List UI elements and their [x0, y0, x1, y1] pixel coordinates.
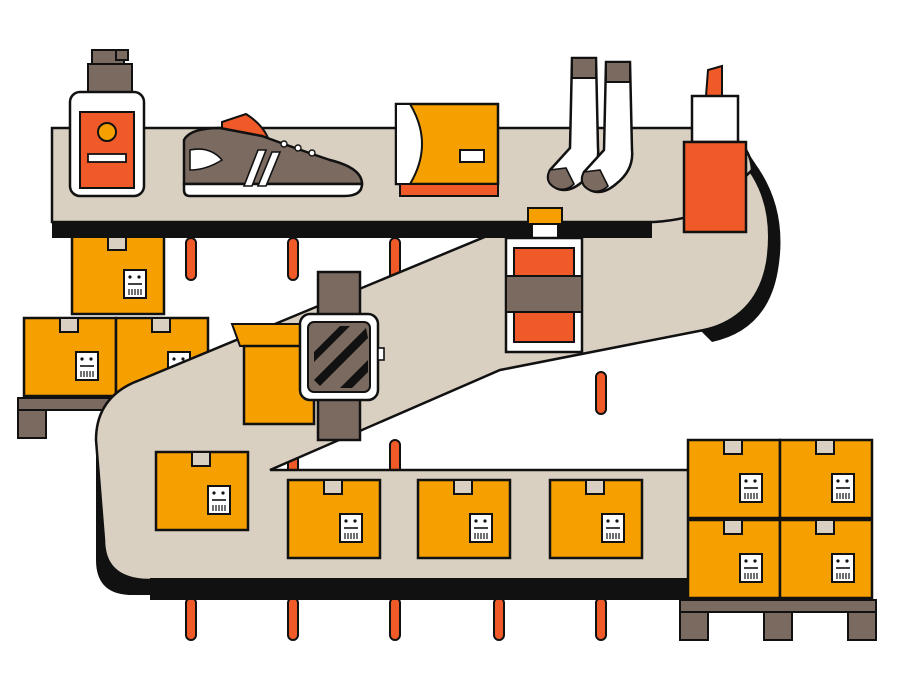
conveyor-curve-shadow: [700, 150, 781, 342]
pump-bottle-icon: [68, 49, 146, 198]
watch-icon: [298, 270, 385, 442]
socks-icon: [546, 56, 634, 194]
perfume-icon: [504, 207, 584, 354]
pallet-right: [679, 599, 877, 641]
conveyor-bottom-edge: [150, 578, 690, 600]
sneaker-icon: [182, 112, 364, 198]
shoe-box-icon: [394, 102, 500, 197]
conveyor-top-edge: [52, 222, 652, 238]
pallet-stack-right: [679, 438, 877, 641]
lipstick-icon: [682, 64, 748, 234]
